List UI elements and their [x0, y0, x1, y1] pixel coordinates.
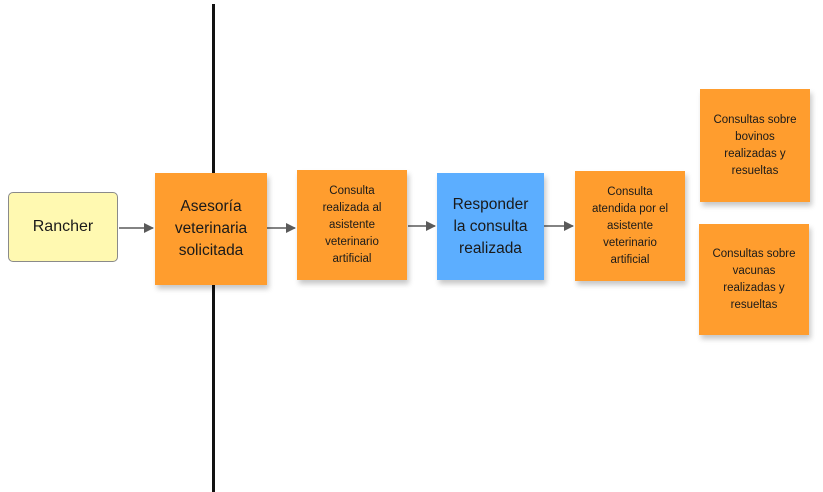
event-consultas-bovinos[interactable]: Consultas sobre bovinos realizadas y res…	[700, 89, 810, 202]
event-consulta-realizada[interactable]: Consulta realizada al asistente veterina…	[297, 170, 407, 280]
event-consulta-atendida[interactable]: Consulta atendida por el asistente veter…	[575, 171, 685, 281]
actor-rancher[interactable]: Rancher	[8, 192, 118, 262]
event-consultas-vacunas[interactable]: Consultas sobre vacunas realizadas y res…	[699, 224, 809, 335]
event-asesoria-veterinaria-solicitada[interactable]: Asesoría veterinaria solicitada	[155, 173, 267, 285]
command-responder-consulta[interactable]: Responder la consulta realizada	[437, 173, 544, 280]
